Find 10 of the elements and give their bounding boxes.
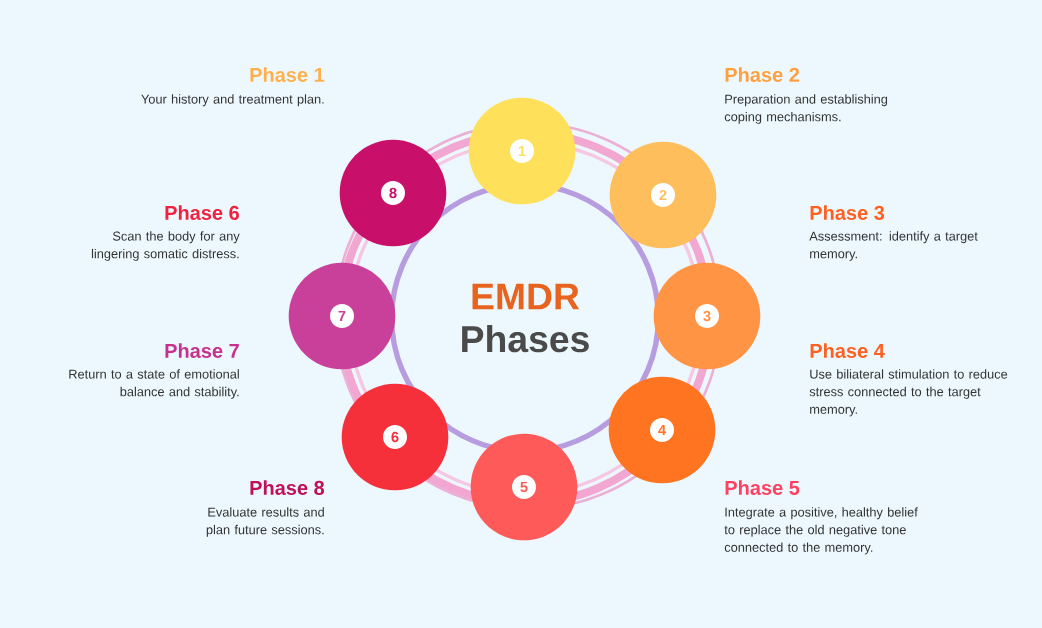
phase-description: Preparation and establishing coping mechanisms. [724,94,888,124]
phase-heading: Phase 4 [810,343,885,358]
phase-description: Use biliateral stimulation to reduce stress connected to the target memory. [809,369,1008,417]
phase-heading: Phase 7 [165,343,239,358]
phase-description: Return to a state of emotional balance and stability. [69,369,239,399]
phase-description: Your history and treatment plan. [141,94,324,107]
phase-heading: Phase 3 [810,205,885,220]
phase-description: Evaluate results and plan future sessions. [206,507,324,537]
phase-heading: Phase 6 [165,205,239,220]
phase-description: Integrate a positive, healthy belief to replace the old negative tone connected to the memory. [724,507,918,555]
